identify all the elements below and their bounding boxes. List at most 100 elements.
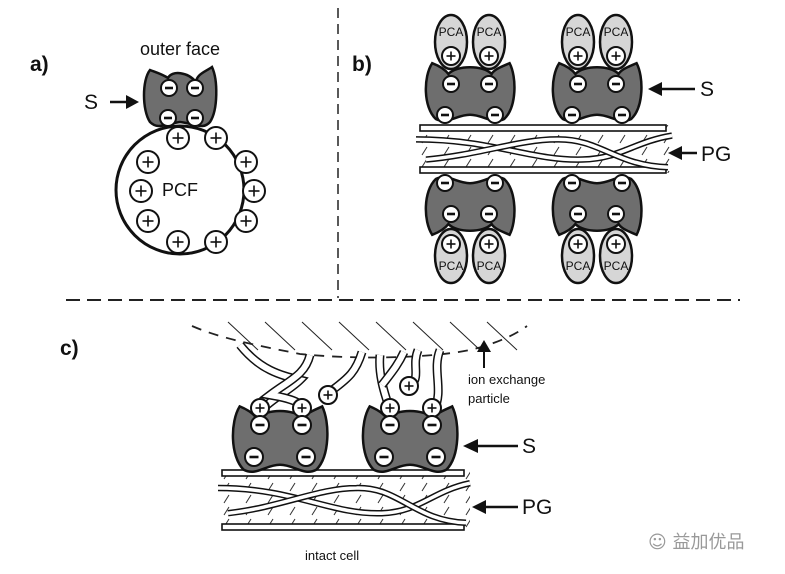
pca-molecule: PCA [471,13,507,71]
positive-charge-icon [204,230,228,254]
positive-charge-icon [129,179,153,203]
pg-strand [221,523,465,531]
negative-charge-icon [436,174,454,192]
negative-charge-icon [159,109,177,127]
positive-charge-icon [479,234,499,254]
negative-charge-icon [244,447,264,467]
negative-charge-icon [186,79,204,97]
pca-label: PCA [566,25,591,39]
particle-hatch [301,321,333,351]
pca-label: PCA [477,25,502,39]
ion-exchange-particle [191,321,528,359]
panel-b-label: b) [352,53,372,76]
panel-a-label: a) [30,53,49,76]
positive-charge-icon [568,46,588,66]
pca-label: PCA [439,25,464,39]
polymer-strand [237,343,306,413]
pca-molecule: PCA [471,227,507,285]
negative-charge-icon [442,205,460,223]
arrow-icon [110,95,139,109]
pca-label: PCA [604,25,629,39]
intact-cell-label: intact cell [305,548,359,563]
arrow-icon [648,82,695,96]
arrow-icon [477,340,491,368]
negative-charge-icon [613,174,631,192]
pg-strand [415,133,673,162]
pca-molecule: PCA [433,227,469,285]
watermark: ☺ 益加优品 [648,528,745,554]
particle-hatch [449,321,481,351]
particle-label: particle [468,391,510,406]
positive-charge-icon [234,150,258,174]
negative-charge-icon [607,75,625,93]
negative-charge-icon [292,415,312,435]
pca-label: PCA [477,259,502,273]
particle-hatch [227,321,259,351]
particle-hatch [338,321,370,351]
positive-charge-icon [606,46,626,66]
positive-charge-icon [479,46,499,66]
pg-strand [221,469,465,477]
negative-charge-icon [374,447,394,467]
pg-strand [425,137,669,169]
positive-charge-icon [234,209,258,233]
s-layer-label-c: S [522,435,536,458]
positive-charge-icon [441,234,461,254]
positive-charge-icon [136,150,160,174]
s-layer-label-b: S [700,78,714,101]
arrow-icon [463,439,518,453]
positive-charge-icon [606,234,626,254]
panel-a: a) outer face S PCF [30,39,266,256]
positive-charge-icon [318,385,338,405]
particle-hatch [264,321,296,351]
pca-molecule: PCA [598,13,634,71]
pca-label: PCA [439,259,464,273]
arrow-icon [472,500,518,514]
negative-charge-icon [563,106,581,124]
watermark-text: 益加优品 [672,532,745,553]
pg-strand [419,166,667,174]
pg-label-b: PG [701,143,731,166]
pcf-label: PCF [162,180,198,200]
pg-strand [217,481,471,515]
positive-charge-icon [166,230,190,254]
pg-strand [419,124,667,132]
arrow-icon [668,146,697,160]
negative-charge-icon [486,174,504,192]
panel-c-label: c) [60,337,79,360]
pg-strand [227,486,467,525]
outer-face-label: outer face [140,39,220,59]
negative-charge-icon [480,205,498,223]
negative-charge-icon [563,174,581,192]
negative-charge-icon [613,106,631,124]
negative-charge-icon [436,106,454,124]
negative-charge-icon [160,79,178,97]
pca-molecule: PCA [598,227,634,285]
negative-charge-icon [186,109,204,127]
particle-hatch [375,321,407,351]
positive-charge-icon [399,376,419,396]
negative-charge-icon [422,415,442,435]
particle-hatch [486,321,518,351]
panel-c: c) ion exchange particle S PG intact cel… [60,321,552,563]
pg-label-c: PG [522,496,552,519]
particle-hatch [412,321,444,351]
pca-molecule: PCA [433,13,469,71]
pca-molecule: PCA [560,227,596,285]
peptidoglycan-layer [415,124,673,174]
positive-charge-icon [250,398,270,418]
positive-charge-icon [242,179,266,203]
negative-charge-icon [250,415,270,435]
negative-charge-icon [569,75,587,93]
positive-charge-icon [441,46,461,66]
negative-charge-icon [569,205,587,223]
negative-charge-icon [486,106,504,124]
polymer-strand [379,350,407,387]
pca-label: PCA [604,259,629,273]
s-layer-label-a: S [84,91,98,114]
positive-charge-icon [292,398,312,418]
positive-charge-icon [204,126,228,150]
negative-charge-icon [607,205,625,223]
peptidoglycan-layer [217,469,471,531]
